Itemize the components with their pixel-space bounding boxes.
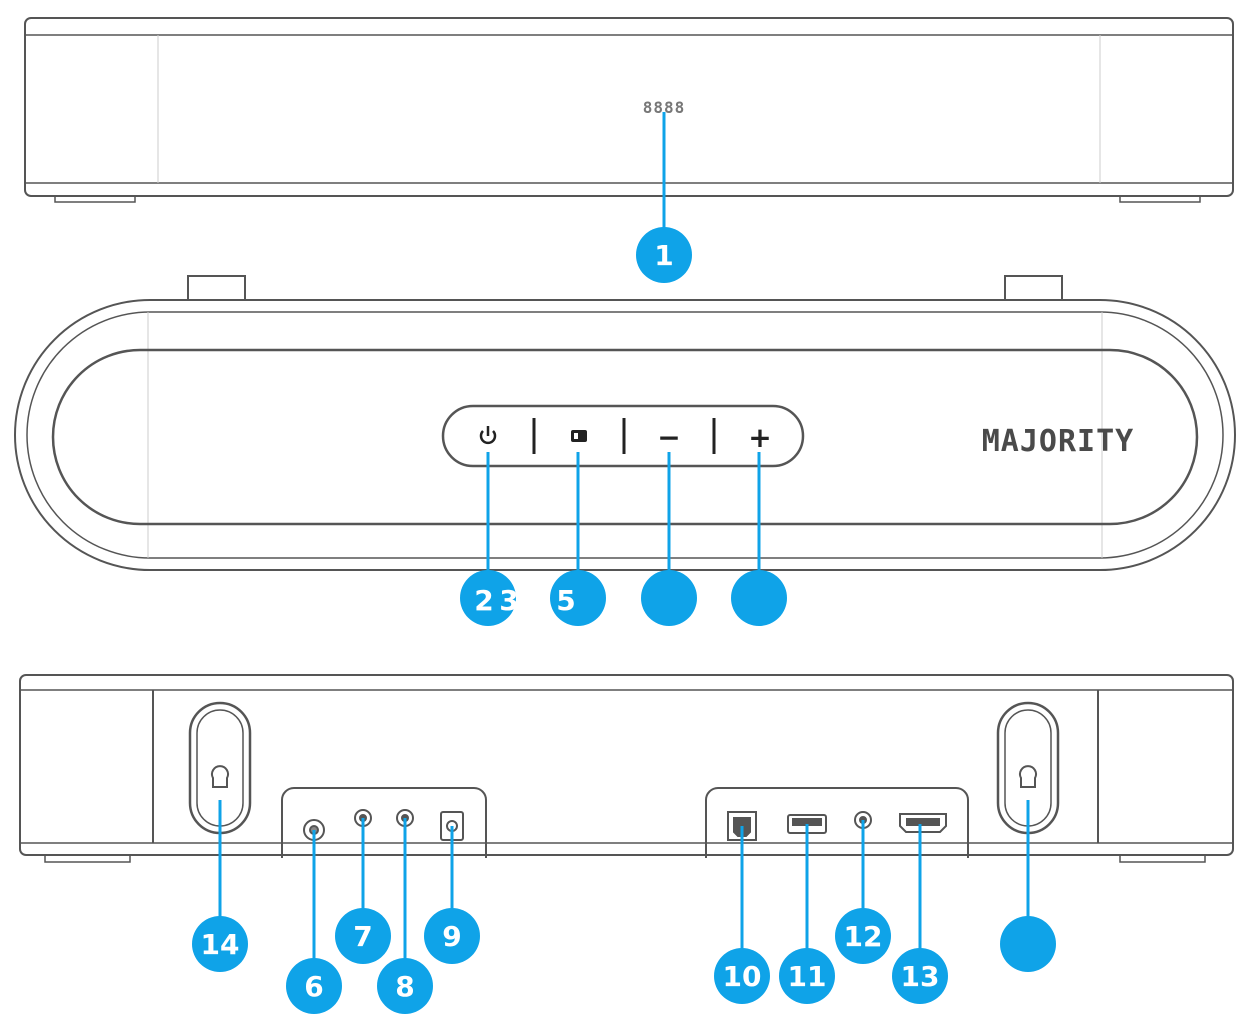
hdmi-port-icon bbox=[899, 813, 947, 833]
back-callout-markers bbox=[192, 908, 1056, 1014]
callout-label-3: 3 bbox=[499, 584, 518, 617]
callout-marker-2 bbox=[460, 570, 516, 626]
callout-label-13: 13 bbox=[901, 960, 940, 993]
callout-label-10: 10 bbox=[723, 960, 762, 993]
front-view bbox=[14, 275, 1236, 571]
callout-marker-1 bbox=[636, 227, 692, 283]
callout-marker-8 bbox=[377, 958, 433, 1014]
callout-label-11: 11 bbox=[788, 960, 827, 993]
back-callout-lines bbox=[218, 800, 1030, 968]
brand-logo: MAJORITY bbox=[982, 424, 1135, 459]
volume-up-icon: + bbox=[748, 421, 771, 454]
front-callouts bbox=[460, 452, 787, 626]
callout-marker-13 bbox=[892, 948, 948, 1004]
callout-label-5: 5 bbox=[556, 584, 575, 617]
callout-marker-14 bbox=[192, 916, 248, 972]
callout-marker-11 bbox=[779, 948, 835, 1004]
callout-marker-right-mount bbox=[1000, 916, 1056, 972]
volume-down-icon: − bbox=[657, 421, 680, 454]
callout-marker-7 bbox=[335, 908, 391, 964]
back-ports bbox=[303, 809, 947, 841]
callout-label-12: 12 bbox=[844, 920, 883, 953]
callout-marker-12 bbox=[835, 908, 891, 964]
callout-label-8: 8 bbox=[395, 970, 414, 1003]
callout-label-1: 1 bbox=[654, 239, 673, 272]
callout-label-7: 7 bbox=[353, 920, 372, 953]
callout-marker-volume-down bbox=[641, 570, 697, 626]
power-icon bbox=[479, 426, 497, 445]
source-icon bbox=[571, 430, 587, 442]
callout-marker-5 bbox=[550, 570, 606, 626]
callout-marker-9 bbox=[424, 908, 480, 964]
callout-label-2: 2 bbox=[474, 584, 493, 617]
callout-label-14: 14 bbox=[201, 928, 240, 961]
callout-label-6: 6 bbox=[304, 970, 323, 1003]
callout-label-9: 9 bbox=[442, 920, 461, 953]
back-view bbox=[19, 674, 1234, 863]
callout-marker-volume-up bbox=[731, 570, 787, 626]
led-display: 8888 bbox=[643, 98, 686, 117]
top-view bbox=[24, 17, 1234, 203]
callout-marker-10 bbox=[714, 948, 770, 1004]
callout-marker-6 bbox=[286, 958, 342, 1014]
